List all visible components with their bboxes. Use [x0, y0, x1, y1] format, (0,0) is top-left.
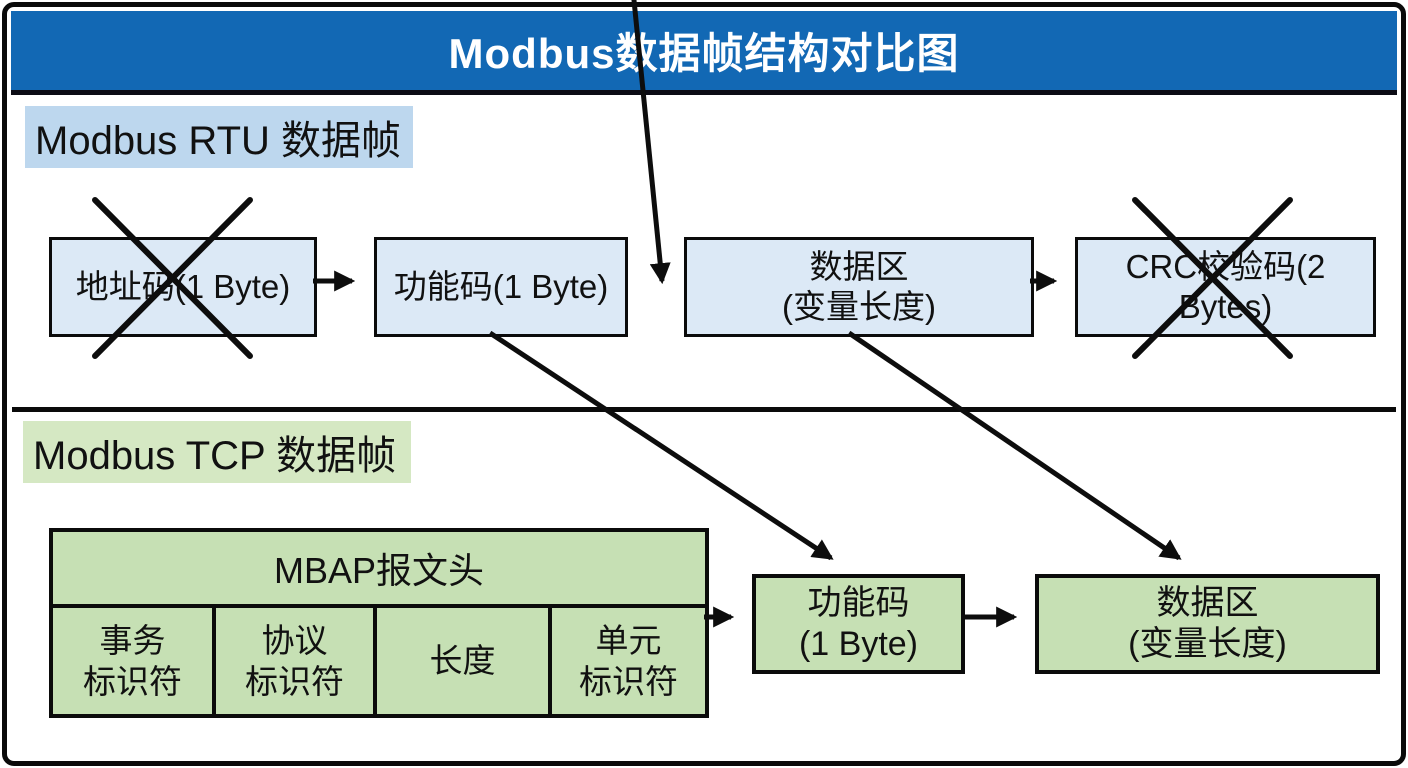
- rtu-box-crc-check: CRC校验码(2 Bytes): [1075, 237, 1376, 337]
- rtu-box-data-area-label-line2: (变量长度): [782, 288, 936, 325]
- tcp-box-data-area: 数据区 (变量长度): [1035, 574, 1380, 674]
- tcp-box-data-area-line2: (变量长度): [1128, 625, 1287, 663]
- mbap-cell-length-line1: 长度: [429, 642, 496, 680]
- mbap-cell-protocol-id: 协议 标识符: [216, 608, 377, 714]
- mbap-cell-unit-id-line2: 标识符: [579, 663, 678, 700]
- rtu-box-address-code-label: 地址码(1 Byte): [75, 267, 291, 305]
- mbap-cell-length: 长度: [377, 608, 552, 714]
- mbap-cell-unit-id-line1: 单元: [595, 621, 662, 659]
- rtu-box-function-code-label: 功能码(1 Byte): [393, 267, 609, 305]
- mbap-header-title: MBAP报文头: [53, 532, 705, 608]
- title-bar: Modbus数据帧结构对比图: [11, 11, 1397, 95]
- mbap-cell-transaction-id: 事务 标识符: [53, 608, 216, 714]
- rtu-box-data-area-label-line1: 数据区: [809, 247, 909, 285]
- tcp-box-function-code: 功能码 (1 Byte): [752, 574, 965, 674]
- mbap-cells-row: 事务 标识符 协议 标识符 长度 单元 标识符: [53, 608, 705, 714]
- section-divider-line: [12, 407, 1396, 412]
- mbap-cell-unit-id: 单元 标识符: [552, 608, 705, 714]
- tcp-section-label: Modbus TCP 数据帧: [23, 421, 411, 483]
- mbap-cell-transaction-id-line2: 标识符: [83, 663, 182, 700]
- tcp-box-data-area-line1: 数据区: [1156, 583, 1259, 622]
- rtu-section-label: Modbus RTU 数据帧: [25, 106, 413, 168]
- mbap-cell-protocol-id-line1: 协议: [261, 621, 328, 659]
- tcp-box-function-code-line1: 功能码: [807, 583, 910, 622]
- rtu-box-address-code: 地址码(1 Byte): [49, 237, 317, 337]
- rtu-box-crc-check-label: CRC校验码(2 Bytes): [1125, 247, 1326, 325]
- mbap-cell-protocol-id-line2: 标识符: [245, 663, 344, 700]
- diagram-title: Modbus数据帧结构对比图: [448, 30, 960, 77]
- tcp-mbap-header-box: MBAP报文头 事务 标识符 协议 标识符 长度 单元 标识符: [49, 528, 709, 718]
- mbap-cell-transaction-id-line1: 事务: [99, 621, 166, 659]
- rtu-box-function-code: 功能码(1 Byte): [374, 237, 628, 337]
- tcp-box-function-code-line2: (1 Byte): [798, 625, 919, 663]
- rtu-box-data-area: 数据区 (变量长度): [684, 237, 1034, 337]
